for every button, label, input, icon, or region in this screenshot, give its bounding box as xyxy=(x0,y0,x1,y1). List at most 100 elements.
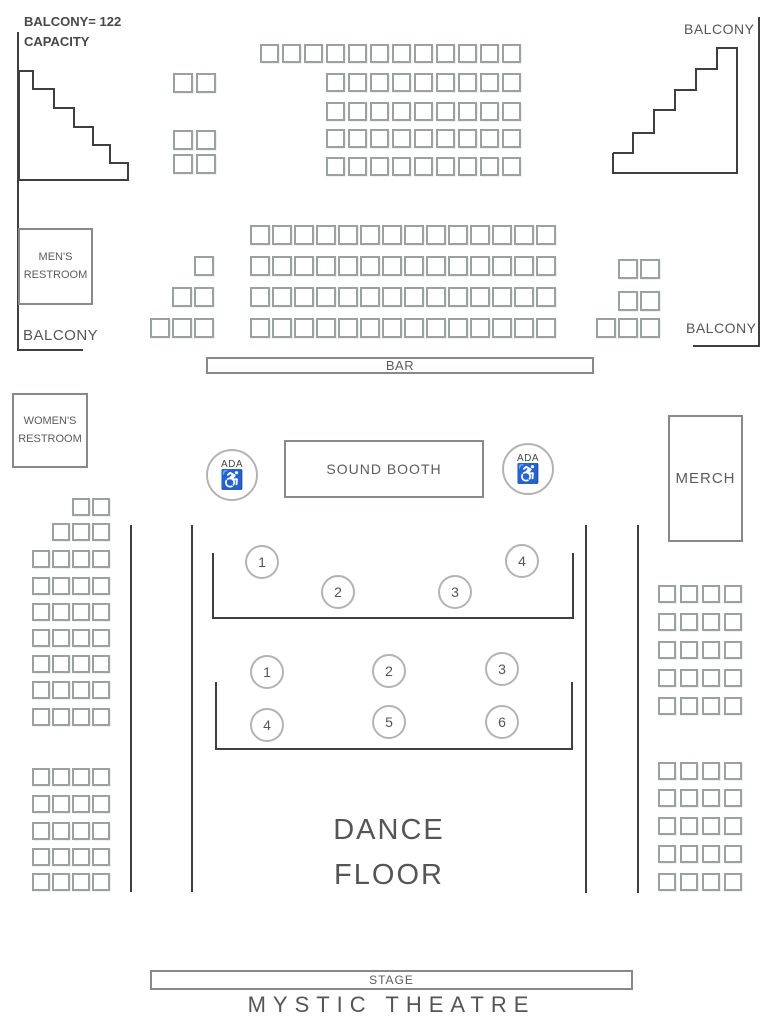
seat xyxy=(92,577,110,595)
seat xyxy=(658,845,676,863)
seat xyxy=(360,256,380,276)
seat xyxy=(514,256,534,276)
seat xyxy=(196,130,216,150)
womens-restroom: WOMEN'S RESTROOM xyxy=(12,393,88,468)
seat xyxy=(52,795,70,813)
table-5: 5 xyxy=(372,705,406,739)
seat xyxy=(52,822,70,840)
seat xyxy=(502,102,521,121)
seat xyxy=(92,708,110,726)
seat xyxy=(724,817,742,835)
seat xyxy=(326,129,345,148)
seat xyxy=(52,629,70,647)
seat xyxy=(348,44,367,63)
seat xyxy=(194,287,214,307)
seat xyxy=(173,154,193,174)
seat xyxy=(32,603,50,621)
seat xyxy=(470,287,490,307)
seat xyxy=(724,789,742,807)
seat xyxy=(436,102,455,121)
seat xyxy=(382,225,402,245)
seat xyxy=(640,259,660,279)
seat xyxy=(72,708,90,726)
seat xyxy=(32,550,50,568)
seat xyxy=(392,157,411,176)
seat xyxy=(272,256,292,276)
seat xyxy=(32,629,50,647)
seat xyxy=(596,318,616,338)
seat xyxy=(702,789,720,807)
seat xyxy=(458,73,477,92)
seat xyxy=(536,318,556,338)
seat xyxy=(52,550,70,568)
seat xyxy=(436,44,455,63)
seat xyxy=(492,256,512,276)
seat xyxy=(680,817,698,835)
seat xyxy=(32,795,50,813)
bar: BAR xyxy=(206,357,594,374)
right-wall xyxy=(693,17,760,347)
seat xyxy=(52,768,70,786)
seat xyxy=(72,795,90,813)
seat xyxy=(348,102,367,121)
seat xyxy=(294,318,314,338)
seat xyxy=(658,789,676,807)
seat xyxy=(382,256,402,276)
seat xyxy=(370,73,389,92)
seat xyxy=(360,287,380,307)
seat xyxy=(92,768,110,786)
seat xyxy=(702,845,720,863)
seat xyxy=(92,822,110,840)
seat xyxy=(272,287,292,307)
seat xyxy=(702,762,720,780)
seat xyxy=(536,256,556,276)
seat xyxy=(514,287,534,307)
seat xyxy=(32,822,50,840)
seat xyxy=(326,73,345,92)
seat xyxy=(458,102,477,121)
seat xyxy=(52,873,70,891)
seat xyxy=(294,225,314,245)
seat xyxy=(480,102,499,121)
seat xyxy=(294,256,314,276)
seat xyxy=(92,498,110,516)
seat xyxy=(392,44,411,63)
seat xyxy=(640,318,660,338)
seat xyxy=(426,256,446,276)
seat xyxy=(173,73,193,93)
seat xyxy=(196,154,216,174)
seat xyxy=(348,157,367,176)
table-1: 1 xyxy=(250,655,284,689)
seat xyxy=(326,157,345,176)
seat xyxy=(92,629,110,647)
seat xyxy=(436,129,455,148)
sound-booth: SOUND BOOTH xyxy=(284,440,484,498)
seat xyxy=(502,44,521,63)
seat xyxy=(702,585,720,603)
seat xyxy=(680,845,698,863)
table-1: 1 xyxy=(245,545,279,579)
wheelchair-icon: ♿ xyxy=(516,464,540,485)
seat xyxy=(724,585,742,603)
seat xyxy=(470,225,490,245)
seat xyxy=(72,629,90,647)
seat xyxy=(92,603,110,621)
seat xyxy=(52,603,70,621)
table-2: 2 xyxy=(321,575,355,609)
seat xyxy=(658,697,676,715)
seat xyxy=(32,848,50,866)
seat xyxy=(702,817,720,835)
seat xyxy=(150,318,170,338)
seat xyxy=(316,318,336,338)
seat xyxy=(250,318,270,338)
seat xyxy=(348,73,367,92)
seat xyxy=(680,613,698,631)
seat xyxy=(618,318,638,338)
seat xyxy=(72,523,90,541)
seat xyxy=(480,157,499,176)
seat xyxy=(658,873,676,891)
seat xyxy=(414,157,433,176)
balcony-capacity-label: BALCONY= 122 CAPACITY xyxy=(24,14,122,50)
seat xyxy=(194,256,214,276)
seat xyxy=(392,73,411,92)
